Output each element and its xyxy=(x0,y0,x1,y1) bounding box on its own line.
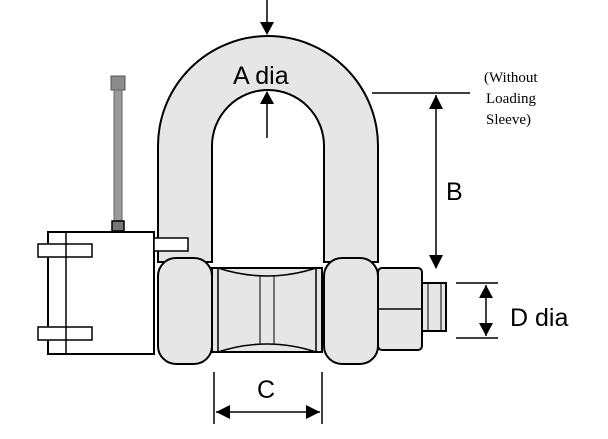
dimension-c: C xyxy=(213,372,323,424)
shackle-bow xyxy=(157,35,379,263)
load-pin xyxy=(157,257,447,365)
dimension-d: D dia xyxy=(456,282,568,339)
note-line-3: Sleeve) xyxy=(486,112,531,128)
note-line-1: (Without xyxy=(484,70,538,86)
label-b: B xyxy=(446,178,463,206)
label-c: C xyxy=(257,376,275,404)
dimension-b: B xyxy=(372,92,470,269)
label-a-dia: A dia xyxy=(233,62,289,90)
antenna xyxy=(110,75,126,232)
note-line-2: Loading xyxy=(486,91,536,107)
dimension-a: A dia xyxy=(233,0,289,138)
note-without-loading-sleeve: (Without Loading Sleeve) xyxy=(484,70,538,128)
label-d-dia: D dia xyxy=(510,304,568,332)
electronics-housing xyxy=(37,231,189,355)
